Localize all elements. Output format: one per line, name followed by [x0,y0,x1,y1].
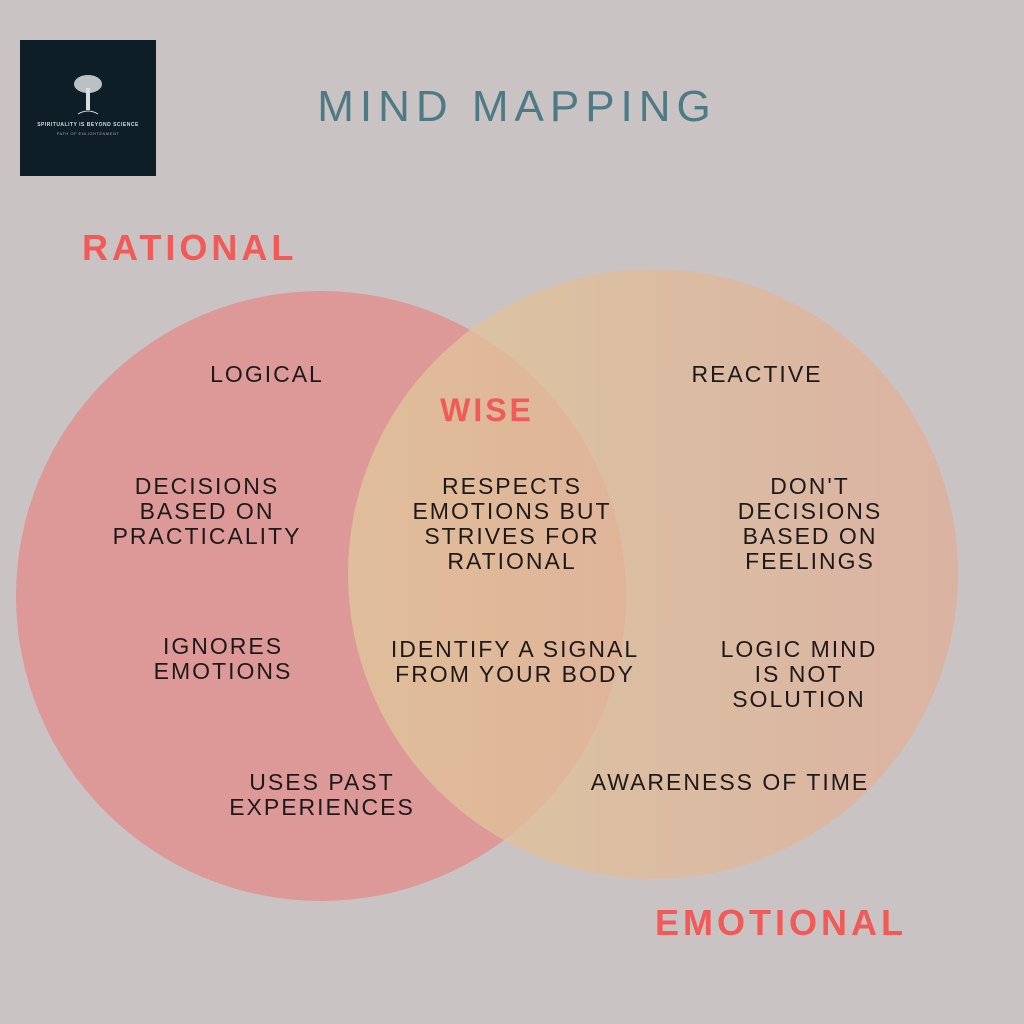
emotional-item: AWARENESS OF TIME [590,769,870,795]
wise-item: RESPECTS EMOTIONS BUT STRIVES FOR RATION… [412,473,612,574]
emotional-item: DON'T DECISIONS BASED ON FEELINGS [737,473,883,574]
wise-item: IDENTIFY A SIGNAL FROM YOUR BODY [390,636,640,687]
emotional-heading: EMOTIONAL [655,902,907,943]
tree-icon [74,75,102,115]
rational-heading: RATIONAL [82,227,298,268]
emotional-item: LOGIC MIND IS NOT SOLUTION [720,636,878,712]
logo: SPIRITUALITY IS BEYOND SCIENCE PATH OF E… [20,40,156,176]
logo-subtitle: PATH OF ENLIGHTENMENT [56,131,120,136]
rational-item: DECISIONS BASED ON PRACTICALITY [112,473,302,549]
rational-item: USES PAST EXPERIENCES [229,769,415,820]
emotional-circle [348,269,958,879]
rational-item: IGNORES EMOTIONS [153,633,293,684]
page-title: MIND MAPPING [317,82,717,131]
rational-item: LOGICAL [210,361,324,387]
wise-heading: WISE [440,392,534,428]
logo-tagline: SPIRITUALITY IS BEYOND SCIENCE [37,122,139,128]
emotional-item: REACTIVE [691,361,823,387]
